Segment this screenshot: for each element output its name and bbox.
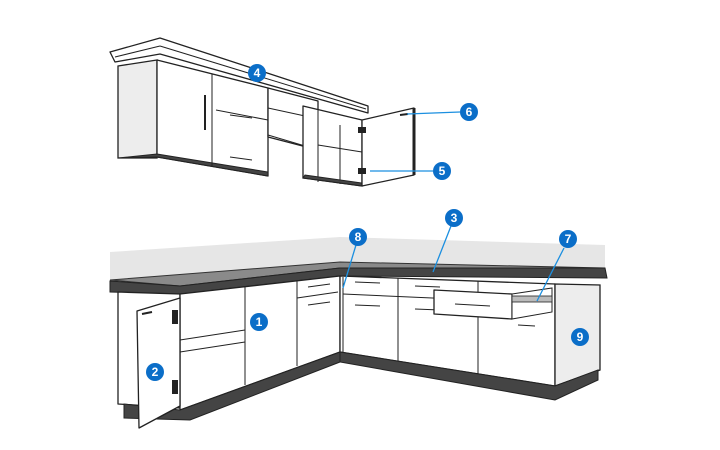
callout-8: 8 <box>349 228 367 246</box>
open-base-cabinet-door <box>136 297 181 429</box>
svg-text:7: 7 <box>565 232 572 246</box>
hinge-icon <box>172 310 178 324</box>
svg-text:5: 5 <box>439 164 446 178</box>
callout-arrows <box>342 111 565 302</box>
wall-cabinet-side-panel <box>117 59 158 159</box>
hinge-icon <box>358 168 366 174</box>
callout-7: 7 <box>559 230 577 248</box>
svg-text:3: 3 <box>451 211 458 225</box>
svg-text:4: 4 <box>254 66 261 80</box>
svg-text:6: 6 <box>466 105 473 119</box>
svg-text:9: 9 <box>577 330 584 344</box>
toe-kick-right <box>339 351 599 401</box>
svg-text:8: 8 <box>355 230 362 244</box>
arrow-6 <box>406 111 461 115</box>
open-wall-cabinet-door <box>361 107 415 187</box>
wall-cabinet-right-box <box>302 105 363 187</box>
arrow-8 <box>342 244 357 289</box>
backsplash <box>110 237 605 280</box>
callout-5: 5 <box>433 162 451 180</box>
arrow-3 <box>432 225 452 273</box>
callout-9: 9 <box>571 328 589 346</box>
hinge-icon <box>358 127 366 133</box>
callout-2: 2 <box>146 363 164 381</box>
svg-text:1: 1 <box>256 315 263 329</box>
base-cabinets <box>109 237 608 429</box>
callout-3: 3 <box>445 209 463 227</box>
wall-cabinets <box>109 37 416 187</box>
wall-cabinet-bottom <box>117 153 269 177</box>
open-drawer <box>433 289 513 320</box>
callout-1: 1 <box>250 313 268 331</box>
svg-text:2: 2 <box>152 365 159 379</box>
hinge-icon <box>172 380 178 394</box>
crown-molding <box>109 37 369 114</box>
callout-6: 6 <box>460 103 478 121</box>
callout-4: 4 <box>248 64 266 82</box>
arrow-7 <box>536 247 565 302</box>
drawer-slide <box>511 295 553 303</box>
